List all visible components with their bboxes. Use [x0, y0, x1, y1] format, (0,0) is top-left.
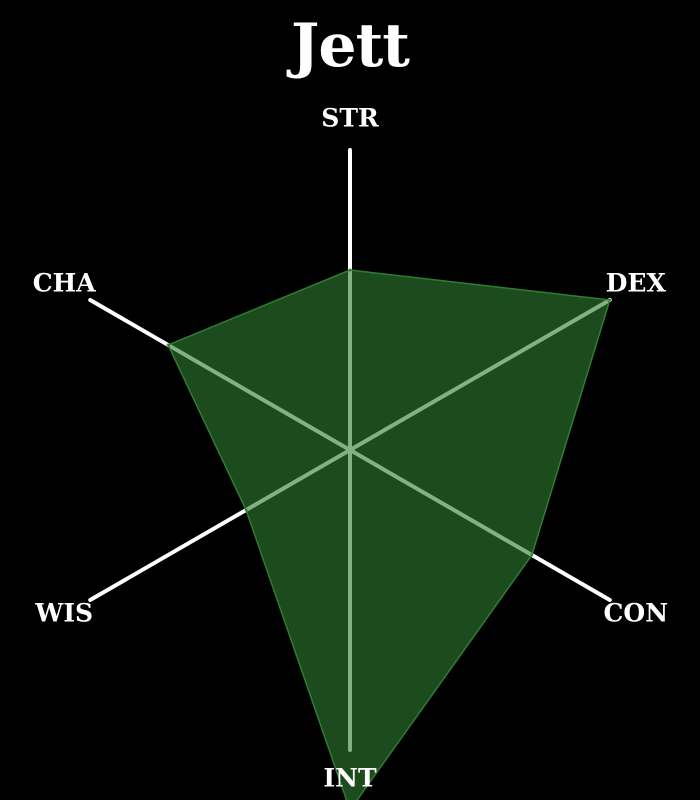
axis-label-cha: CHA — [33, 269, 97, 298]
data-area-polygon — [167, 269, 611, 800]
axis-label-str: STR — [321, 104, 379, 133]
data-point-con — [530, 553, 534, 557]
data-point-str — [348, 268, 352, 272]
axis-label-wis: WIS — [34, 599, 93, 628]
axis-label-int: INT — [323, 764, 377, 793]
data-point-wis — [244, 508, 248, 512]
data-point-dex — [608, 298, 612, 302]
data-point-cha — [166, 343, 170, 347]
chart-title: Jett — [291, 11, 410, 81]
axis-label-dex: DEX — [606, 269, 667, 298]
axis-label-con: CON — [604, 599, 669, 628]
